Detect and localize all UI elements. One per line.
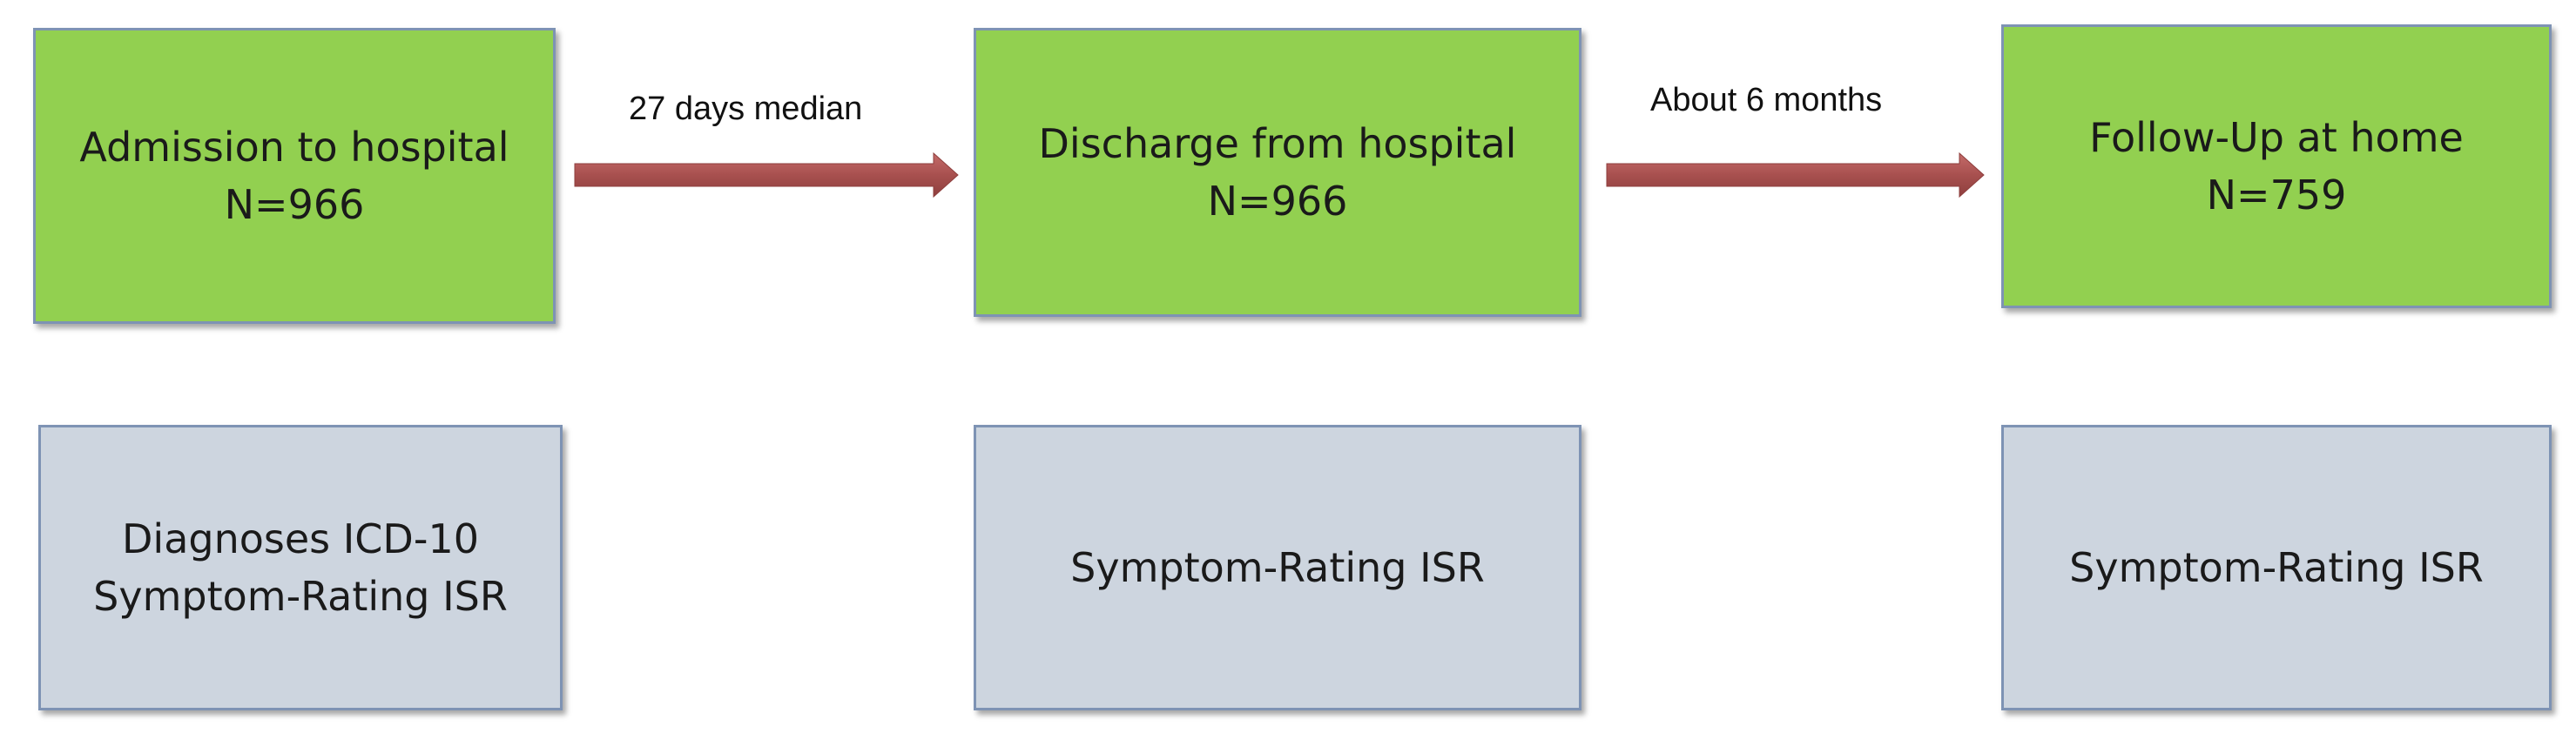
- arrow-admission-to-discharge: [574, 151, 959, 198]
- stage-box-admission: Admission to hospital N=966: [33, 28, 556, 324]
- measure-box-followup: Symptom-Rating ISR: [2001, 425, 2552, 710]
- measure-box-discharge: Symptom-Rating ISR: [974, 425, 1581, 710]
- stage-box-discharge: Discharge from hospital N=966: [974, 28, 1581, 317]
- stage-box-followup: Follow-Up at home N=759: [2001, 24, 2552, 308]
- measure-line-2: Symptom-Rating ISR: [93, 573, 508, 620]
- measure-box-admission: Diagnoses ICD-10 Symptom-Rating ISR: [38, 425, 563, 710]
- stage-title: Discharge from hospital: [1038, 120, 1517, 167]
- stage-title: Follow-Up at home: [2089, 114, 2464, 161]
- stage-count: N=966: [1207, 178, 1348, 225]
- measure-line-1: Symptom-Rating ISR: [1070, 544, 1485, 591]
- arrow-discharge-to-followup: [1606, 151, 1985, 198]
- transition-label-2: About 6 months: [1650, 82, 1883, 118]
- measure-line-1: Diagnoses ICD-10: [122, 515, 479, 562]
- stage-title: Admission to hospital: [79, 124, 509, 171]
- measure-line-1: Symptom-Rating ISR: [2069, 544, 2484, 591]
- stage-count: N=966: [224, 181, 365, 228]
- transition-label-1: 27 days median: [629, 91, 863, 127]
- stage-count: N=759: [2206, 172, 2347, 219]
